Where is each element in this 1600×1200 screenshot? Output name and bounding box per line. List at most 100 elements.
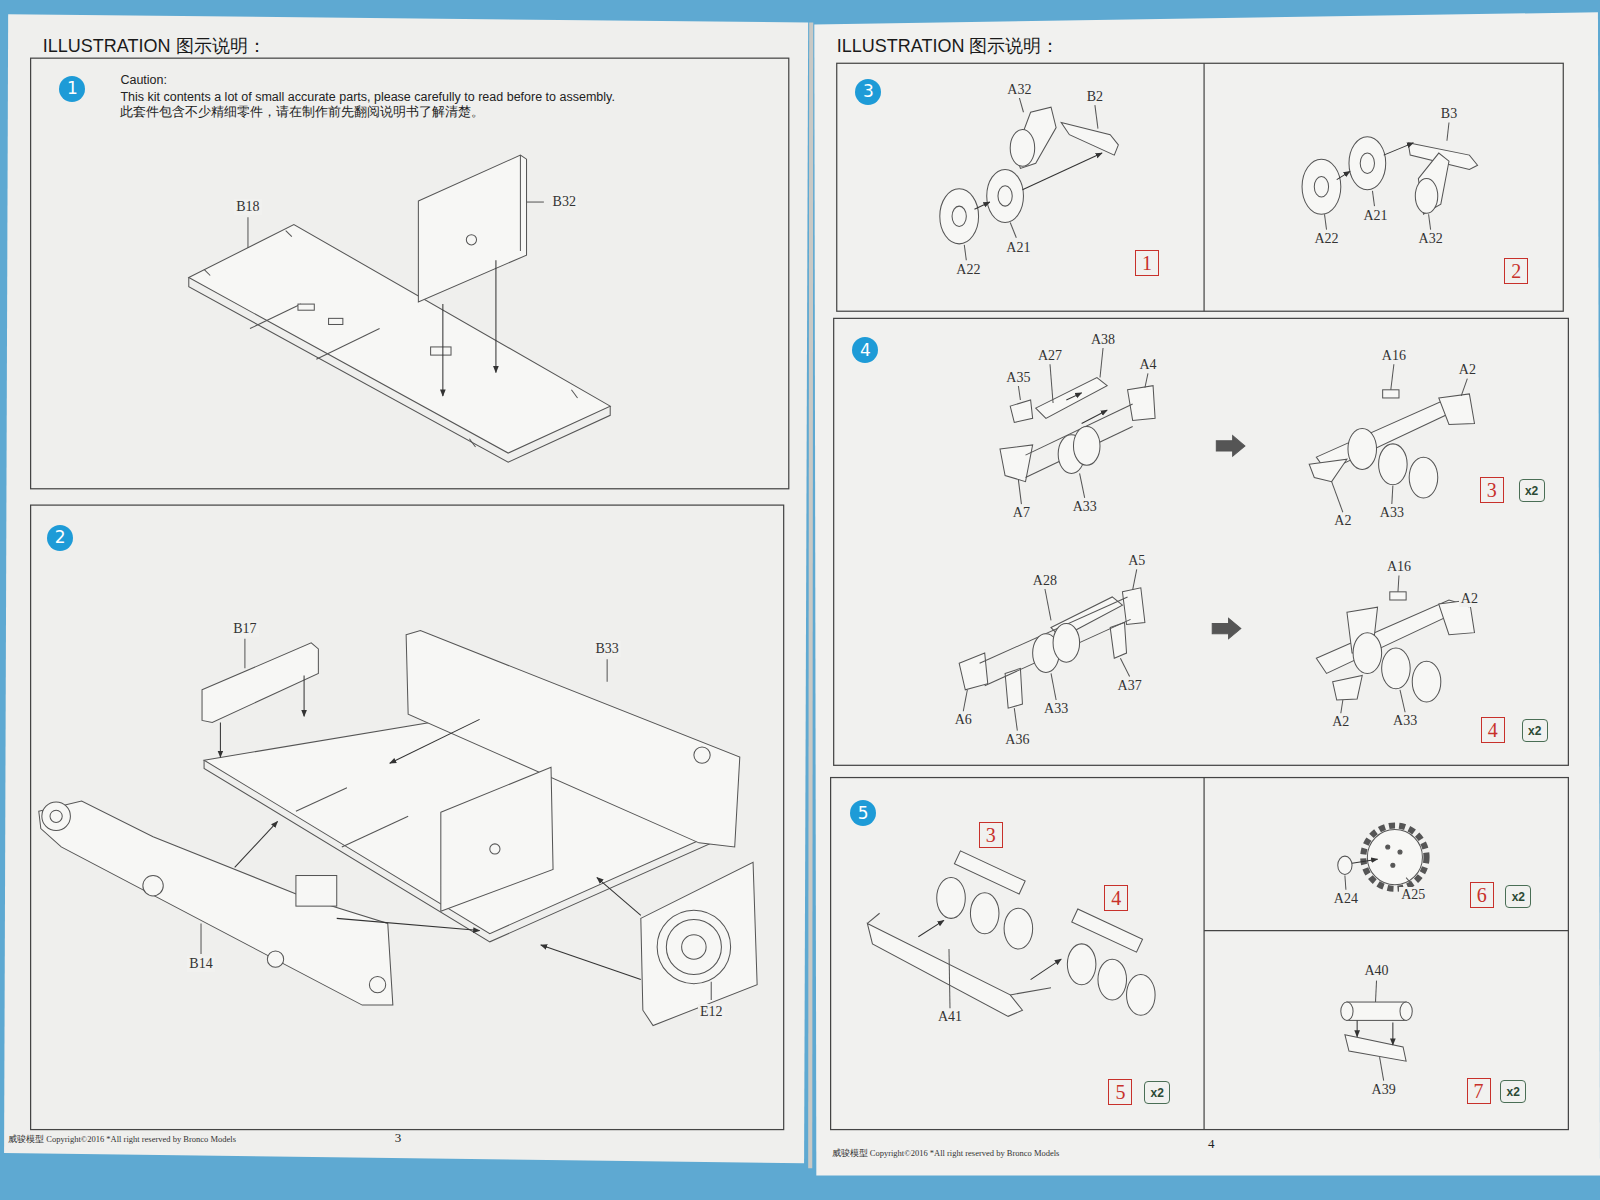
step-frames-part	[1203, 63, 1204, 311]
step4-drawing-part	[1014, 708, 1017, 730]
subassembly-number-text: 6	[1477, 885, 1487, 905]
step-frames-part	[1203, 778, 1204, 1130]
step2-drawing-part	[369, 977, 385, 993]
subassembly-number: 3	[979, 822, 1003, 848]
part-number: A7	[1011, 505, 1032, 521]
step1-drawing-part	[189, 278, 610, 463]
step3-drawing-part	[1010, 222, 1016, 237]
part-number: A32	[1417, 231, 1445, 247]
step5-drawing-part	[1380, 1057, 1384, 1080]
step4-drawing-part	[1309, 459, 1347, 481]
part-number: A2	[1332, 513, 1353, 529]
caution-note: Caution:	[120, 73, 167, 87]
subassembly-number: 5	[1108, 1079, 1132, 1105]
step1-drawing-part	[189, 224, 610, 453]
step5-drawing-part	[1398, 850, 1402, 854]
step-number: 3	[855, 79, 881, 105]
step-frames-part	[31, 505, 784, 1129]
part-number: B2	[1085, 89, 1105, 105]
step3-drawing-part	[974, 153, 1102, 209]
quantity-badge: x2	[1500, 1080, 1526, 1103]
step5-drawing-part	[1352, 859, 1378, 863]
step4-drawing-part	[1018, 386, 1020, 400]
step2-drawing-part	[201, 923, 202, 954]
step4-drawing-part	[1080, 473, 1085, 497]
step3-drawing-part	[1022, 153, 1102, 190]
step4-drawing-part	[1122, 588, 1144, 625]
subassembly-number-text: 3	[986, 825, 996, 845]
subassembly-number: 4	[1481, 717, 1505, 743]
quantity-badge: x2	[1505, 885, 1531, 908]
step4-drawing-part	[1341, 700, 1343, 713]
step3-drawing-part	[964, 245, 966, 260]
part-number: A33	[1378, 505, 1406, 521]
step3-drawing-part	[952, 206, 966, 226]
step5-drawing-part	[1347, 1002, 1406, 1020]
step5-drawing-part	[1392, 1022, 1393, 1044]
step1-drawing-part	[250, 304, 301, 328]
step5-drawing	[867, 826, 1426, 1081]
step4-drawing-part	[1392, 486, 1393, 504]
step-number-text: 1	[67, 80, 78, 97]
step2-drawing-part	[337, 918, 480, 930]
subassembly-number-text: 4	[1111, 888, 1121, 908]
step4-drawing-part	[1010, 400, 1032, 422]
part-number: B14	[187, 956, 214, 972]
step-frames-part	[1204, 930, 1568, 931]
part-number: A32	[1005, 82, 1033, 98]
step4-drawing-part	[1332, 482, 1343, 513]
step-number: 1	[59, 76, 85, 102]
copyright-footer: 威骏模型 Copyright©2016 *All right reserved …	[8, 1135, 236, 1145]
step5-drawing-part	[1386, 845, 1390, 849]
step5-drawing-part	[1400, 1002, 1412, 1020]
page-number: 4	[1208, 1137, 1215, 1152]
part-number: A33	[1391, 713, 1419, 729]
step3-drawing-part	[1019, 98, 1023, 112]
step5-drawing-part	[1376, 981, 1377, 1002]
step4-drawing-part	[1026, 427, 1133, 478]
subassembly-number-text: 5	[1115, 1082, 1125, 1102]
step4-drawing-part	[1120, 658, 1129, 676]
step4-drawing-part	[1051, 673, 1056, 700]
page-sheets-part	[810, 22, 811, 1168]
part-number: A40	[1362, 963, 1390, 979]
step4-drawing-part	[1353, 633, 1382, 674]
step4-drawing-part	[1212, 618, 1241, 638]
step3-drawing-part	[1337, 171, 1350, 179]
step3-drawing-part	[1337, 143, 1414, 180]
step-number-text: 5	[858, 805, 869, 822]
step4-drawing-part	[1409, 457, 1438, 498]
part-number: A6	[953, 712, 974, 728]
step5-drawing-part	[1391, 863, 1395, 867]
page-heading: ILLUSTRATION 图示说明：	[837, 36, 1060, 57]
subassembly-number-text: 7	[1474, 1081, 1484, 1101]
step5-drawing-part	[954, 851, 1025, 894]
subassembly-number-text: 4	[1488, 720, 1498, 740]
quantity-badge: x2	[1519, 479, 1545, 502]
page-sheets-part	[814, 12, 1600, 1175]
step4-drawing-part	[1066, 393, 1081, 400]
step2-drawing-part	[220, 676, 640, 980]
step3-drawing-part	[1360, 153, 1374, 173]
step1-drawing-part	[418, 155, 526, 302]
part-number: A39	[1370, 1082, 1398, 1098]
step4-drawing-part	[1400, 690, 1405, 712]
step4-drawing-part	[1018, 480, 1021, 504]
step4-drawing-part	[1005, 668, 1022, 708]
part-number: A2	[1330, 714, 1351, 730]
step-number: 5	[850, 800, 876, 826]
step-number-text: 4	[860, 342, 871, 359]
step4-drawing-part	[1412, 661, 1441, 702]
quantity-badge-text: x2	[1525, 485, 1538, 497]
step2-drawing-part	[541, 945, 641, 980]
part-number: A37	[1116, 678, 1144, 694]
step1-drawing-part	[466, 235, 476, 245]
step4-drawing-part	[1053, 623, 1080, 662]
step4-drawing-part	[1145, 373, 1148, 387]
step2-drawing-part	[39, 801, 393, 1005]
part-number: A25	[1399, 887, 1427, 903]
step4-drawing-part	[985, 619, 1131, 685]
